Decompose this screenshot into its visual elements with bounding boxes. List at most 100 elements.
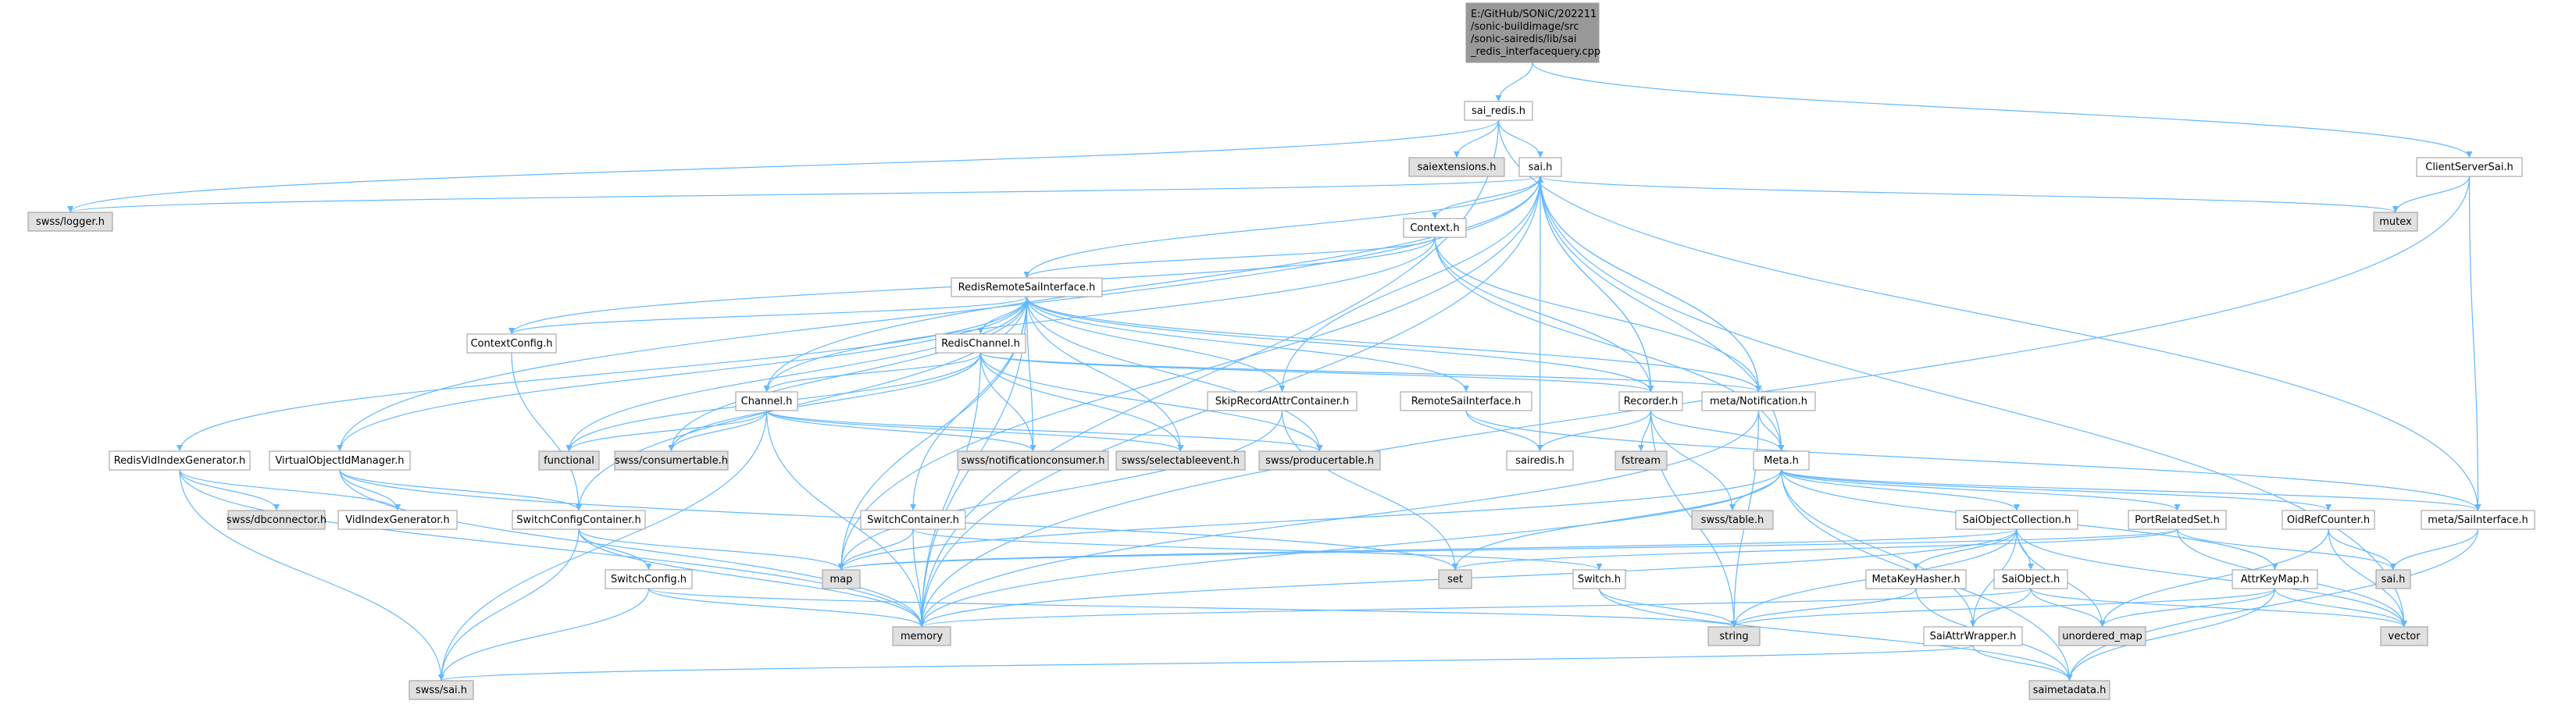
- edge-arrowhead-attrkeymap_h-to-unordered_map: [2099, 621, 2106, 627]
- node-remotesaiinterface-h[interactable]: RemoteSaiInterface.h: [1400, 391, 1532, 411]
- node-box: [538, 450, 600, 471]
- node-box: [1614, 450, 1668, 471]
- node-label: /sonic-buildimage/src: [1471, 21, 1579, 33]
- node-label: /sonic-sairedis/lib/sai: [1471, 34, 1576, 45]
- node-sai-h[interactable]: sai.h: [1518, 157, 1562, 177]
- node-label: sai.h: [2382, 574, 2406, 585]
- edge-switchconfigcontainer_h-to-swss_sai_h: [441, 528, 580, 681]
- node-label: meta/Notification.h: [1710, 396, 1807, 407]
- node-box: [337, 510, 458, 530]
- node-swss-notificationconsumer-h: swss/notificationconsumer.h: [957, 450, 1109, 471]
- node-label: swss/table.h: [1701, 514, 1764, 526]
- node-label: VirtualObjectIdManager.h: [275, 455, 404, 467]
- edge-meta_h-to-oidrefcounter_h: [1780, 469, 2329, 511]
- node-root[interactable]: E:/GitHub/SONiC/202211/sonic-buildimage/…: [1465, 2, 1600, 63]
- node-attrkeymap-h[interactable]: AttrKeyMap.h: [2232, 569, 2318, 589]
- node-label: RemoteSaiInterface.h: [1411, 396, 1522, 407]
- edge-channel_h-to-sai_h: [765, 176, 1541, 393]
- node-sai-redis-h[interactable]: sai_redis.h: [1464, 101, 1533, 121]
- edge-meta_notification_h-to-meta_h: [1757, 410, 1782, 452]
- node-box: [109, 450, 251, 471]
- node-label: swss/sai.h: [416, 685, 467, 696]
- edge-saiattrwrapper_h-to-swss_sai_h: [441, 645, 1974, 681]
- edge-sai_h-to-vector: [1540, 176, 2405, 628]
- node-label: ClientServerSai.h: [2425, 162, 2513, 173]
- edge-redisvidindexgenerator_h-to-swss_dbconnector_h: [179, 469, 277, 511]
- edge-sai_redis_h-to-meta_saiinterface_h: [1497, 119, 2479, 511]
- node-box: [605, 569, 693, 589]
- node-recorder-h[interactable]: Recorder.h: [1618, 391, 1683, 411]
- edge-arrowhead-channel_h-to-swss_selectableevent_h: [1177, 445, 1184, 451]
- edge-arrowhead-channel_h-to-swss_producertable_h: [1316, 445, 1323, 451]
- node-meta-h[interactable]: Meta.h: [1753, 450, 1810, 471]
- node-box: [269, 450, 411, 471]
- edge-sai_h-to-context_h: [1434, 176, 1541, 219]
- edge-clientserversai_h-to-mutex: [2395, 176, 2471, 213]
- edge-sai_h-to-map: [840, 176, 1541, 571]
- node-switch-h[interactable]: Switch.h: [1572, 569, 1626, 589]
- node-virtualobjectidmanager-h[interactable]: VirtualObjectIdManager.h: [269, 450, 411, 471]
- edge-meta_h-to-map: [840, 469, 1782, 571]
- node-redisremotesaiinterface-h[interactable]: RedisRemoteSaiInterface.h: [951, 277, 1103, 297]
- edge-arrowhead-meta_h-to-meta_saiinterface_h: [2474, 504, 2481, 511]
- node-box: [935, 333, 1026, 354]
- node-label: Meta.h: [1764, 455, 1799, 467]
- node-saiobject-h[interactable]: SaiObject.h: [1993, 569, 2068, 589]
- edge-meta_h-to-saiobjectcollection_h: [1780, 469, 2018, 511]
- node-switchconfig-h[interactable]: SwitchConfig.h: [605, 569, 693, 589]
- node-box: [2282, 510, 2375, 530]
- node-redischannel-h[interactable]: RedisChannel.h: [935, 333, 1026, 354]
- edge-redisremotesaiinterface_h-to-redisvidindexgenerator_h: [179, 296, 1028, 452]
- node-saiextensions-h: saiextensions.h: [1408, 157, 1505, 177]
- node-label: MetaKeyHasher.h: [1871, 574, 1960, 585]
- node-label: fstream: [1622, 455, 1661, 467]
- edge-redisvidindexgenerator_h-to-memory: [179, 469, 922, 628]
- edge-saiobject_h-to-memory: [921, 588, 2032, 628]
- node-meta-saiinterface-h[interactable]: meta/SaiInterface.h: [2421, 510, 2535, 530]
- node-label: sai_redis.h: [1472, 105, 1525, 117]
- node-switchconfigcontainer-h[interactable]: SwitchConfigContainer.h: [512, 510, 646, 530]
- node-label: Switch.h: [1578, 574, 1621, 585]
- node-context-h[interactable]: Context.h: [1403, 218, 1467, 238]
- edge-sai_redis_h-to-swss_logger_h: [70, 119, 1500, 213]
- edge-arrowhead-meta_saiinterface_h-to-sai_h_sys: [2390, 564, 2396, 570]
- edge-virtualobjectidmanager_h-to-memory: [339, 469, 922, 628]
- node-sairedis-h[interactable]: sairedis.h: [1506, 450, 1574, 471]
- edge-arrowhead-redisremotesaiinterface_h-to-contextconfig_h: [508, 328, 515, 334]
- edge-arrowhead-channel_h-to-swss_consumertable_h: [668, 445, 675, 451]
- node-skiprecordattrcontainer-h[interactable]: SkipRecordAttrContainer.h: [1207, 391, 1358, 411]
- node-box: [951, 277, 1103, 297]
- edge-arrowhead-redisremotesaiinterface_h-to-remotesaiinterface_h: [1463, 386, 1469, 392]
- edge-meta_h-to-meta_saiinterface_h: [1780, 469, 2479, 511]
- node-contextconfig-h[interactable]: ContextConfig.h: [466, 333, 557, 354]
- node-oidrefcounter-h[interactable]: OidRefCounter.h: [2282, 510, 2375, 530]
- node-label: saiextensions.h: [1418, 162, 1497, 173]
- node-meta-notification-h[interactable]: meta/Notification.h: [1701, 391, 1816, 411]
- node-switchcontainer-h[interactable]: SwitchContainer.h: [860, 510, 966, 530]
- node-memory: memory: [892, 626, 951, 646]
- edge-redischannel_h-to-memory: [921, 352, 982, 628]
- node-box: [1955, 510, 2078, 530]
- edge-arrowhead-portrelatedset_h-to-set: [1452, 564, 1458, 570]
- node-saiobjectcollection-h[interactable]: SaiObjectCollection.h: [1955, 510, 2078, 530]
- node-label: mutex: [2379, 216, 2412, 228]
- node-box: [1403, 218, 1467, 238]
- edge-arrowhead-redisvidindexgenerator_h-to-swss_dbconnector_h: [273, 504, 280, 511]
- edge-context_h-to-meta_h: [1434, 237, 1782, 452]
- node-clientserversai-h[interactable]: ClientServerSai.h: [2416, 157, 2523, 177]
- node-saiattrwrapper-h[interactable]: SaiAttrWrapper.h: [1923, 626, 2023, 646]
- node-box: [512, 510, 646, 530]
- edge-saiobject_h-to-vector: [2030, 588, 2405, 628]
- node-redisvidindexgenerator-h[interactable]: RedisVidIndexGenerator.h: [109, 450, 251, 471]
- node-label: AttrKeyMap.h: [2241, 574, 2310, 585]
- edge-arrowhead-attrkeymap_h-to-string: [1731, 621, 1737, 627]
- edge-arrowhead-channel_h-to-swss_notificationconsumer_h: [1029, 445, 1036, 451]
- node-metakeyhasher-h[interactable]: MetaKeyHasher.h: [1865, 569, 1967, 589]
- edge-arrowhead-sai_redis_h-to-saiextensions_h: [1454, 151, 1460, 158]
- node-swss-producertable-h: swss/producertable.h: [1258, 450, 1381, 471]
- node-label: RedisRemoteSaiInterface.h: [958, 282, 1096, 294]
- nodes-layer: E:/GitHub/SONiC/202211/sonic-buildimage/…: [27, 2, 2535, 700]
- node-portrelatedset-h[interactable]: PortRelatedSet.h: [2128, 510, 2227, 530]
- edge-clientserversai_h-to-meta_saiinterface_h: [2468, 176, 2479, 511]
- node-channel-h[interactable]: Channel.h: [735, 391, 798, 411]
